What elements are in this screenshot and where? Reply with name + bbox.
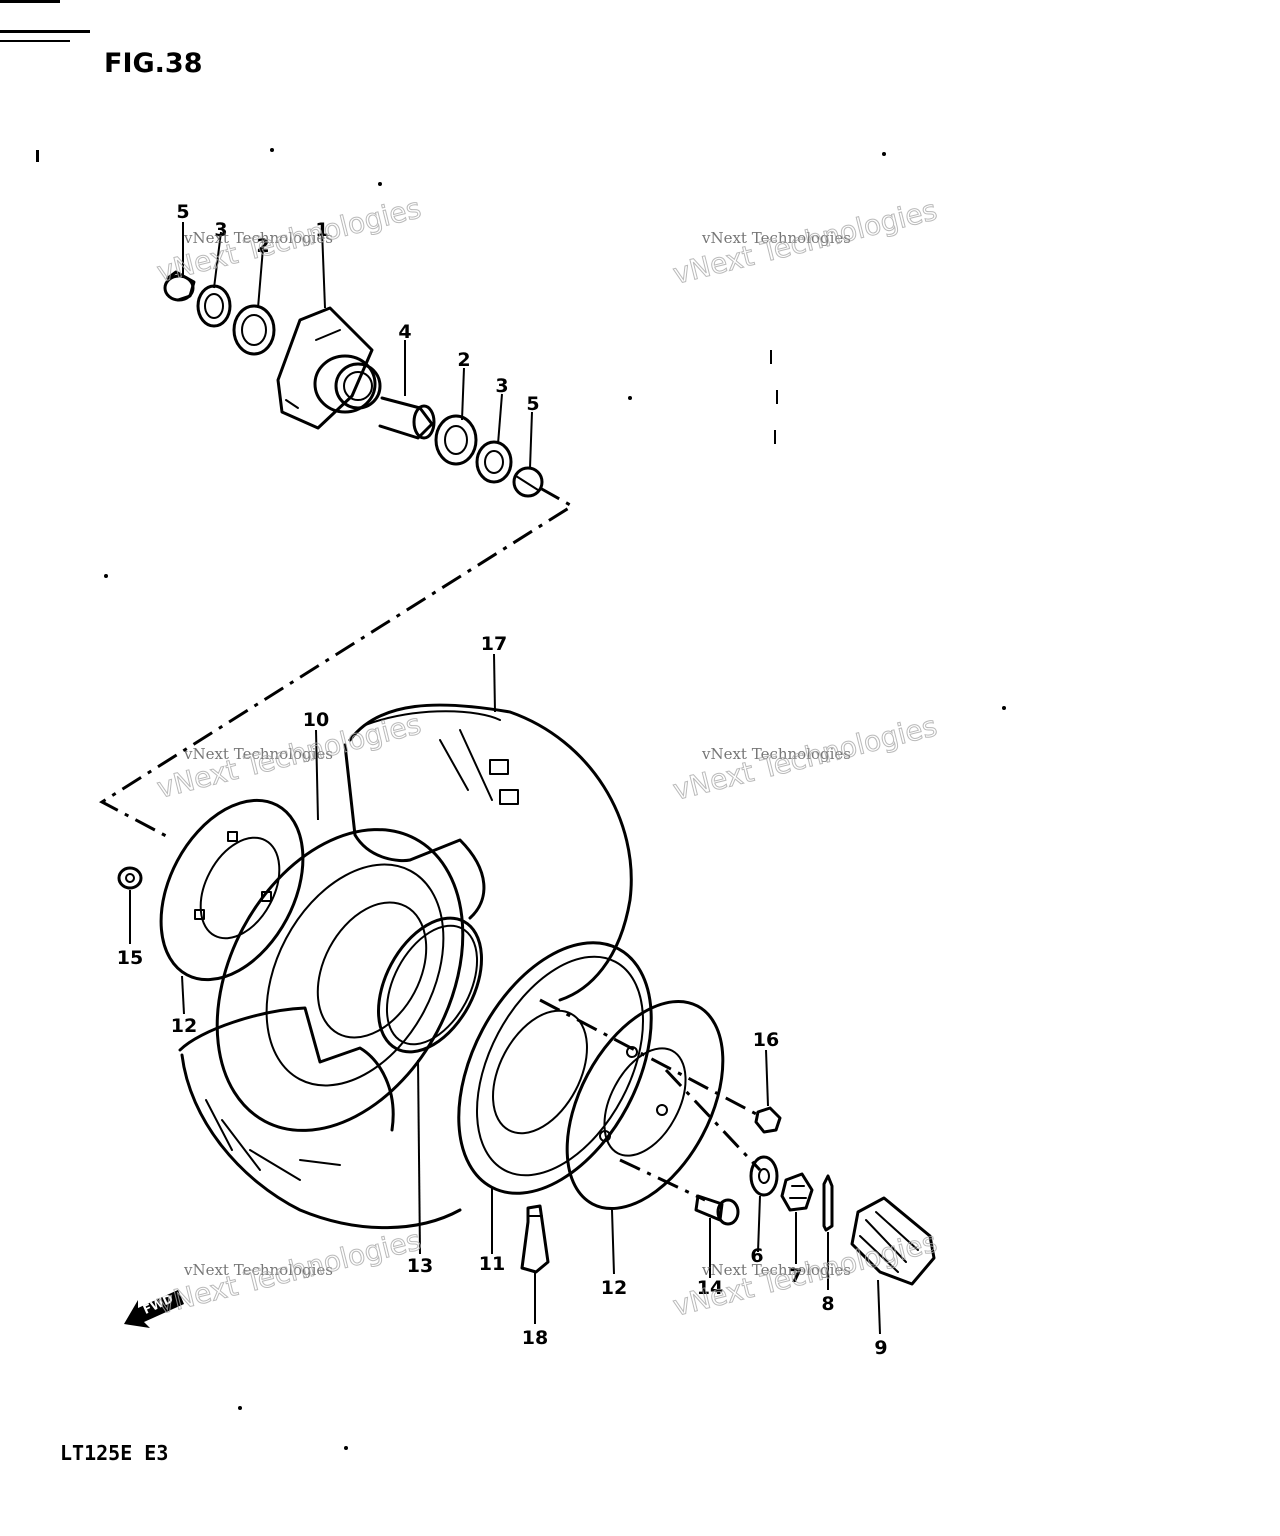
tire-part bbox=[178, 703, 633, 1230]
watermark-top-left: vNext Technologies vNext Technologies bbox=[153, 191, 425, 289]
part-label-6: 6 bbox=[750, 1245, 763, 1267]
part-label-9: 9 bbox=[874, 1337, 887, 1359]
bearing-right-part bbox=[434, 414, 478, 466]
hub-part bbox=[276, 306, 382, 430]
svg-text:vNext Technologies: vNext Technologies bbox=[183, 1261, 333, 1279]
part-label-12b: 12 bbox=[601, 1277, 627, 1299]
part-label-1: 1 bbox=[315, 219, 328, 241]
watermark-mid-right: vNext Technologies vNext Technologies bbox=[669, 709, 941, 807]
part-label-3: 3 bbox=[214, 219, 227, 241]
part-label-10: 10 bbox=[303, 709, 329, 731]
part-label-18: 18 bbox=[522, 1327, 548, 1349]
part-label-17: 17 bbox=[481, 633, 507, 655]
seal-right-part bbox=[475, 440, 513, 484]
part-label-13: 13 bbox=[407, 1255, 433, 1277]
wheel-assembly bbox=[117, 703, 936, 1286]
part-label-12: 12 bbox=[171, 1015, 197, 1037]
castle-nut-part bbox=[780, 1172, 814, 1212]
spacer-left-part bbox=[163, 270, 196, 302]
svg-text:vNext Technologies: vNext Technologies bbox=[701, 1261, 851, 1279]
bearing-left-part bbox=[232, 304, 276, 356]
cotter-pin-part bbox=[822, 1174, 834, 1232]
part-label-8: 8 bbox=[821, 1293, 834, 1315]
stud-line-3 bbox=[664, 1068, 762, 1172]
watermark-mid-left: vNext Technologies vNext Technologies bbox=[153, 707, 425, 805]
assembly-line bbox=[99, 486, 575, 840]
part-label-14: 14 bbox=[697, 1277, 723, 1299]
wheel-nut-left-part bbox=[117, 866, 143, 890]
part-label-16: 16 bbox=[753, 1029, 779, 1051]
hub-cap-part bbox=[850, 1196, 936, 1286]
washer-part bbox=[749, 1155, 779, 1197]
scan-noise bbox=[0, 0, 1006, 1450]
svg-text:vNext Technologies: vNext Technologies bbox=[183, 745, 333, 763]
leader-lines bbox=[129, 222, 881, 1335]
tire-valve-part bbox=[520, 1204, 550, 1274]
part-label-2b: 2 bbox=[457, 349, 470, 371]
wheel-nut-right-part bbox=[754, 1106, 782, 1134]
wheel-disc-left-part bbox=[159, 798, 305, 982]
svg-text:vNext Technologies: vNext Technologies bbox=[701, 745, 851, 763]
svg-text:vNext Technologies: vNext Technologies bbox=[701, 229, 851, 247]
distance-collar-part bbox=[378, 396, 436, 440]
part-label-15: 15 bbox=[117, 947, 143, 969]
seal-left-part bbox=[196, 284, 232, 328]
o-ring-part bbox=[377, 916, 483, 1054]
part-label-11: 11 bbox=[479, 1253, 505, 1275]
part-label-5b: 5 bbox=[526, 393, 539, 415]
stud-line-2 bbox=[619, 1158, 706, 1202]
wheel-disc-right-part bbox=[565, 1000, 725, 1210]
hub-assembly bbox=[163, 270, 544, 498]
watermark-top-right: vNext Technologies vNext Technologies bbox=[669, 193, 941, 291]
part-label-5: 5 bbox=[176, 201, 189, 223]
figure-title: FIG.38 bbox=[104, 48, 202, 79]
watermark-bottom-left: vNext Technologies vNext Technologies bbox=[153, 1223, 425, 1321]
bolt-part bbox=[694, 1194, 740, 1226]
rim-outer-part bbox=[457, 941, 653, 1195]
svg-text:vNext Technologies: vNext Technologies bbox=[183, 229, 333, 247]
part-label-4: 4 bbox=[398, 321, 411, 343]
part-label-2: 2 bbox=[256, 235, 269, 257]
part-label-7: 7 bbox=[789, 1265, 802, 1287]
rim-inner-part bbox=[215, 828, 465, 1132]
spacer-right-part bbox=[512, 466, 544, 498]
part-label-3b: 3 bbox=[495, 375, 508, 397]
model-code: LT125E E3 bbox=[60, 1441, 168, 1465]
